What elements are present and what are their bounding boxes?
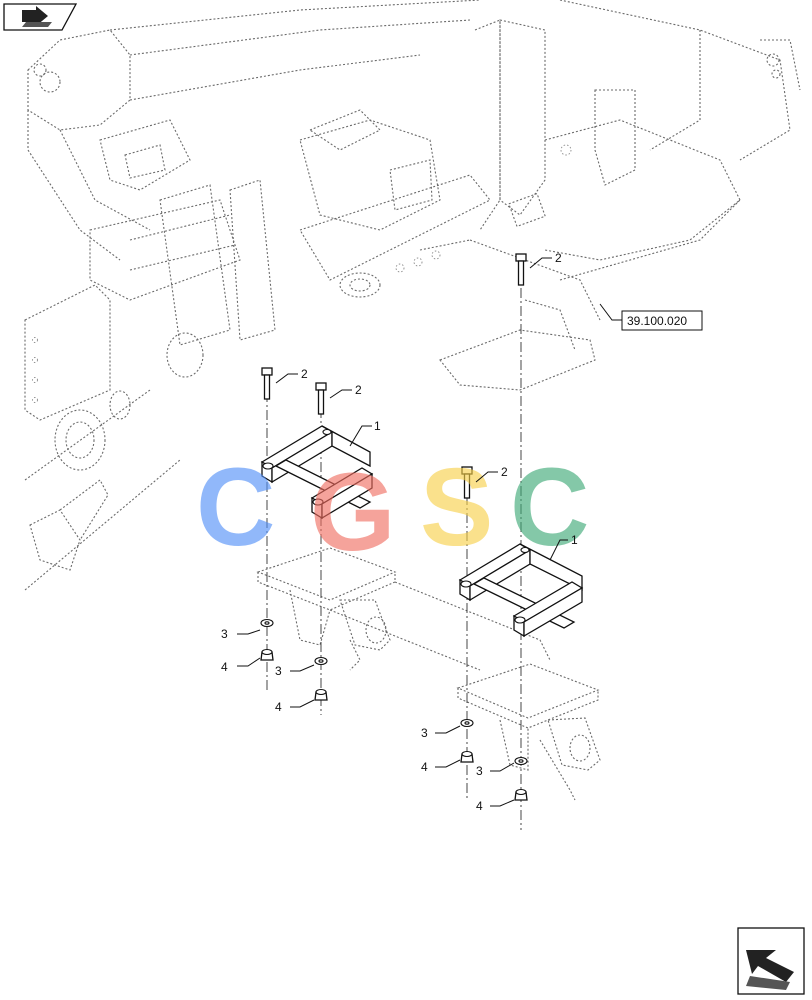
callout-item-4: 4 bbox=[476, 799, 483, 813]
book-arrow-icon[interactable] bbox=[3, 3, 78, 31]
bolt-2 bbox=[315, 382, 327, 415]
watermark-letter-4: C bbox=[510, 446, 589, 569]
callout-item-1: 1 bbox=[571, 533, 578, 547]
callout-item-4: 4 bbox=[221, 660, 228, 674]
washer-4 bbox=[514, 756, 528, 766]
lower-bracket-right bbox=[456, 663, 601, 801]
callout-item-3: 3 bbox=[275, 664, 282, 678]
callout-item-4: 4 bbox=[275, 700, 282, 714]
callout-item-2: 2 bbox=[355, 383, 362, 397]
nut-4 bbox=[514, 788, 528, 801]
next-page-arrow-icon[interactable] bbox=[737, 927, 805, 995]
spacer-frame-right bbox=[458, 543, 584, 638]
bolt-4 bbox=[461, 466, 473, 499]
callout-item-4: 4 bbox=[421, 760, 428, 774]
callout-item-1: 1 bbox=[374, 419, 381, 433]
bolt-3 bbox=[515, 253, 527, 286]
watermark-letter-1: C bbox=[196, 446, 275, 569]
washer-1 bbox=[260, 618, 274, 628]
callout-item-2: 2 bbox=[555, 251, 562, 265]
chassis-frame bbox=[24, 0, 801, 591]
leader-lines bbox=[237, 257, 622, 807]
callout-item-3: 3 bbox=[476, 764, 483, 778]
callout-item-2: 2 bbox=[501, 465, 508, 479]
reference-label-box[interactable]: 39.100.020 bbox=[621, 310, 703, 331]
callout-item-2: 2 bbox=[301, 367, 308, 381]
callouts: 2 2 2 2 1 1 3 4 3 4 3 4 3 4 bbox=[221, 251, 578, 813]
watermark-letter-2: G bbox=[310, 451, 396, 574]
callout-item-3: 3 bbox=[421, 726, 428, 740]
watermark: C G S C bbox=[196, 446, 589, 574]
bolt-1 bbox=[261, 367, 273, 400]
lower-bracket-left bbox=[256, 547, 551, 671]
nut-2 bbox=[314, 688, 328, 701]
spacer-frame-left bbox=[260, 425, 374, 520]
washer-3 bbox=[460, 718, 474, 728]
callout-item-3: 3 bbox=[221, 627, 228, 641]
watermark-letter-3: S bbox=[420, 446, 493, 569]
nut-1 bbox=[260, 648, 274, 661]
nut-3 bbox=[460, 750, 474, 763]
washer-2 bbox=[314, 656, 328, 666]
reference-label: 39.100.020 bbox=[627, 314, 687, 328]
